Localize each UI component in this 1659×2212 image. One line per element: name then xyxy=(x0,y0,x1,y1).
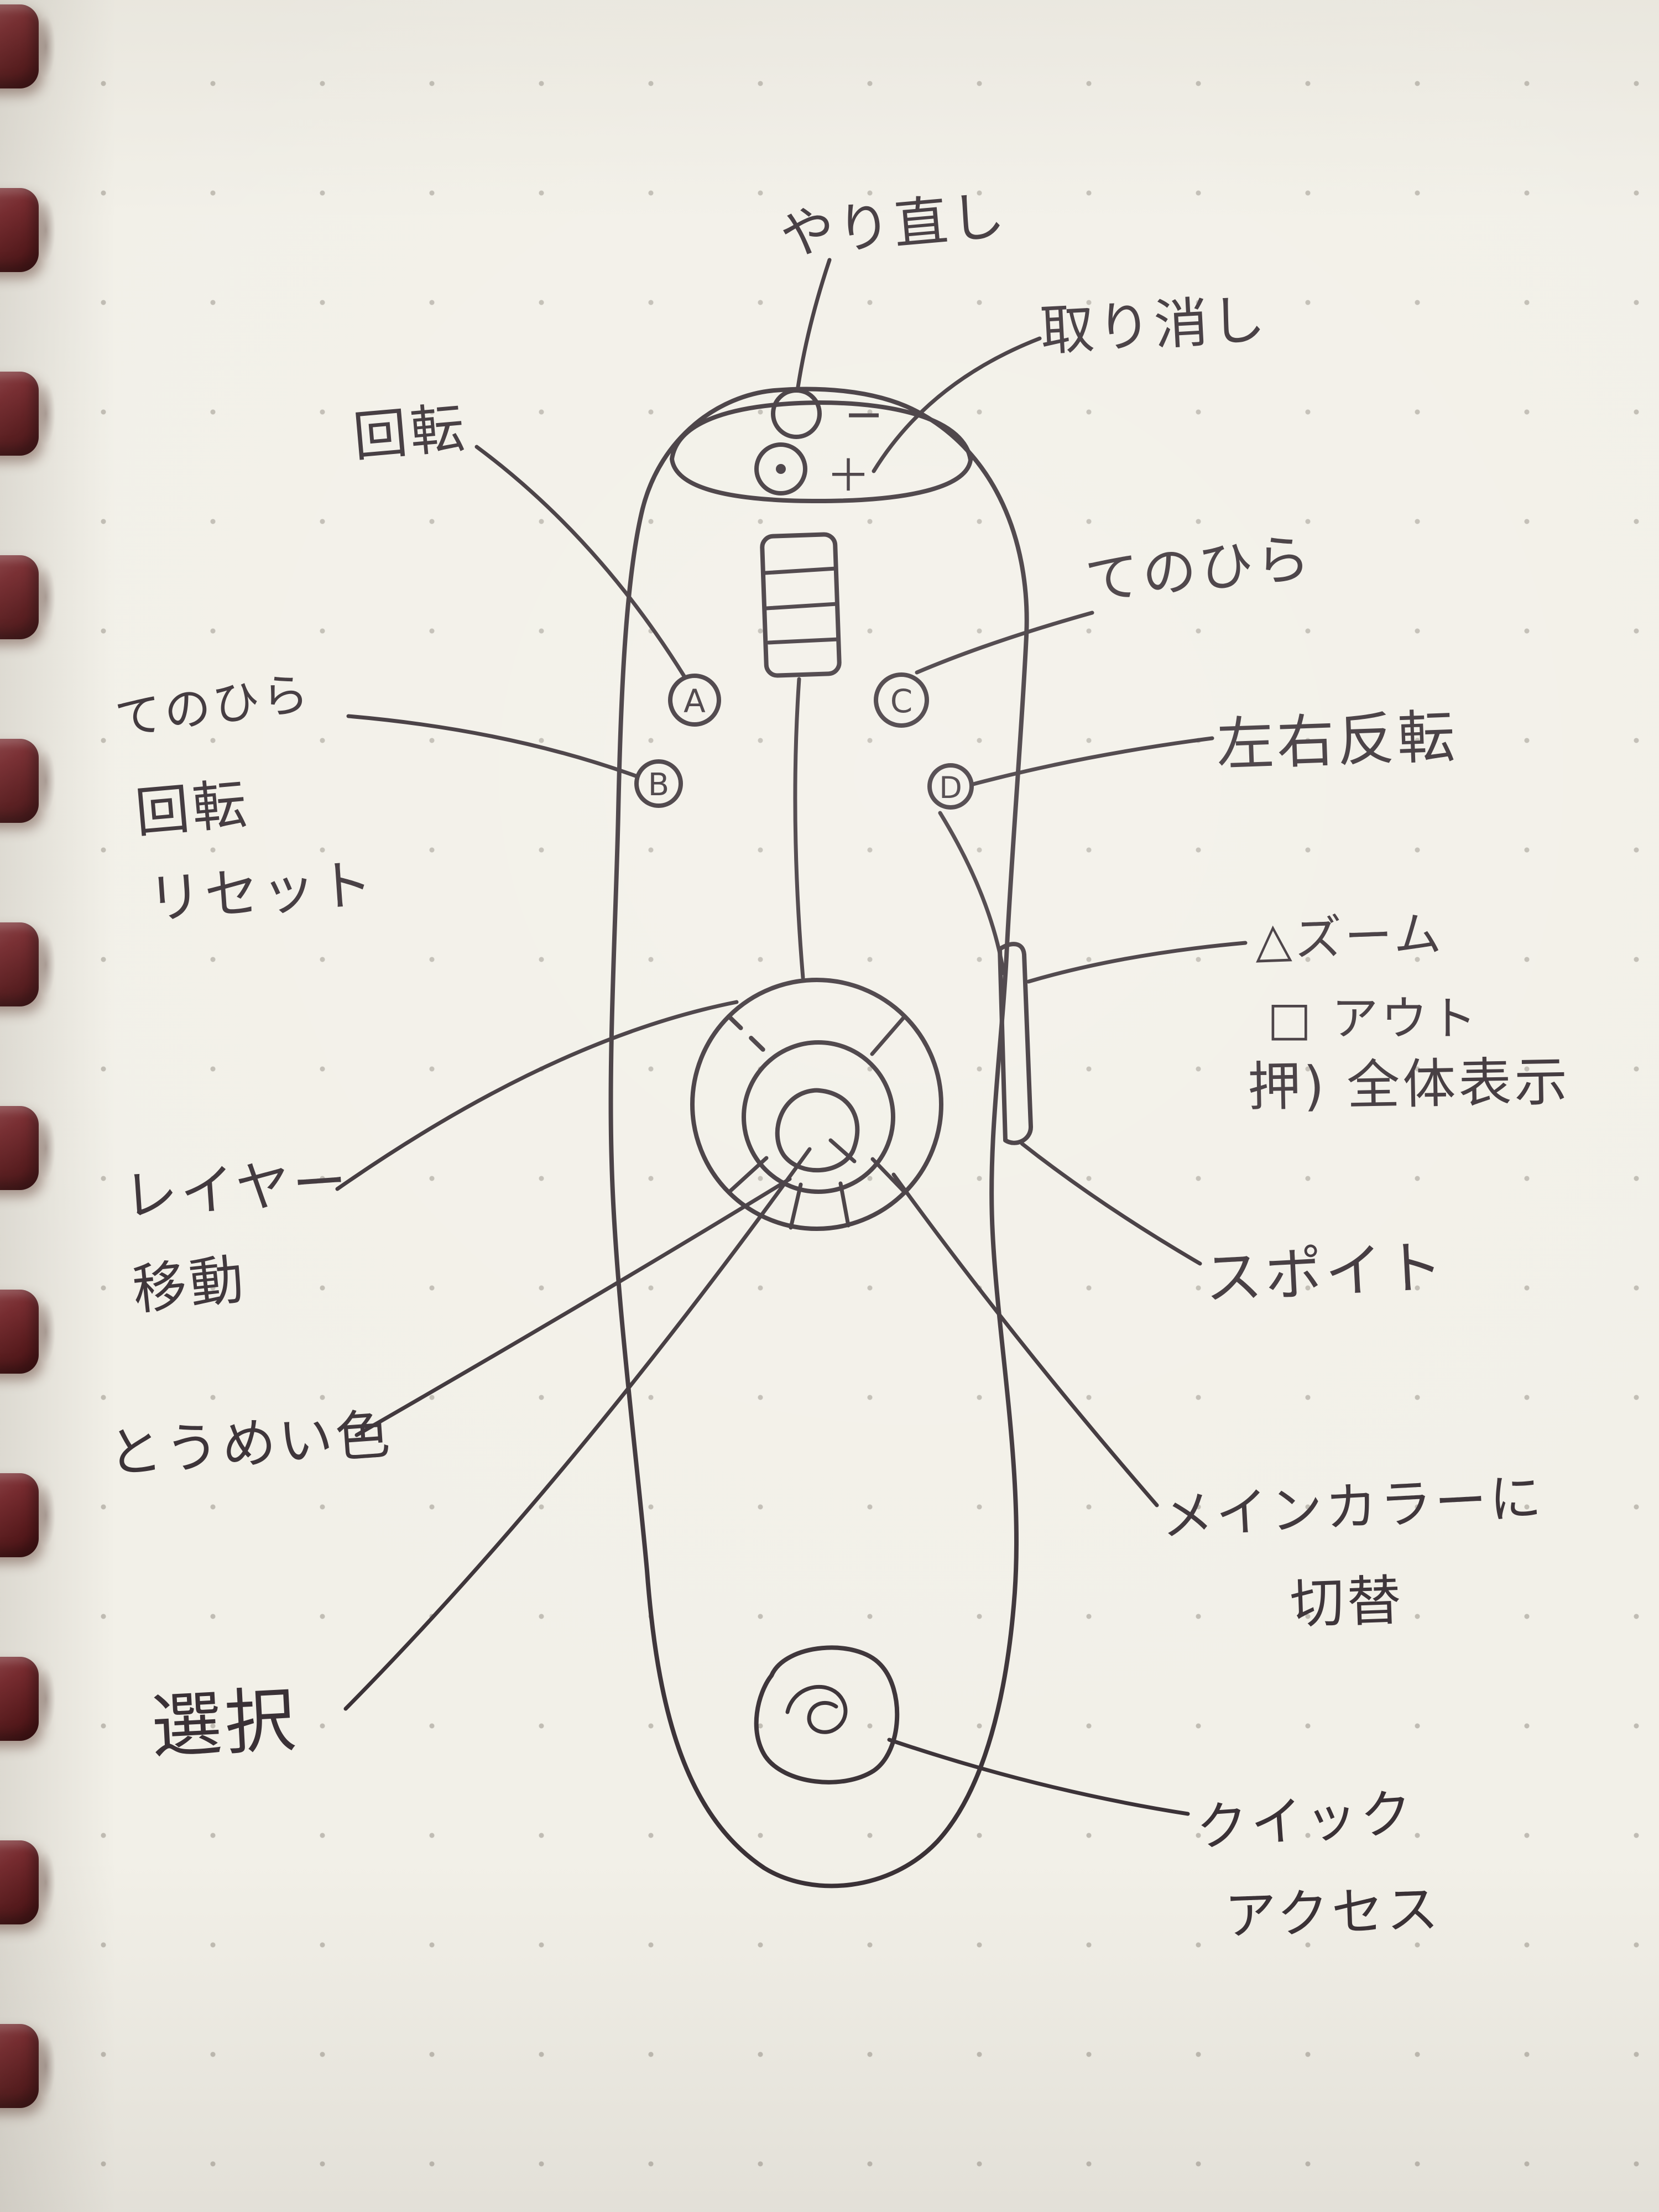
binding-ring xyxy=(0,739,55,823)
label-layer-move-line2: 移動 xyxy=(129,1248,250,1323)
button-d-circle xyxy=(927,763,974,810)
quick-access-spiral xyxy=(785,1684,848,1734)
binding-ring xyxy=(0,372,55,456)
binding-strip xyxy=(0,0,88,2212)
dial-center-knob xyxy=(775,1088,860,1173)
dial-spoke xyxy=(789,1182,803,1230)
leader-eyedropper xyxy=(1020,1141,1202,1266)
scroll-wheel-segment-line xyxy=(764,602,839,611)
leader-layer-move xyxy=(335,1000,739,1191)
dial-outer-ring xyxy=(690,978,943,1231)
leader-main-color xyxy=(891,1172,1159,1507)
label-quick-access-line2: アクセス xyxy=(1223,1879,1442,1947)
redo-button xyxy=(771,388,822,439)
label-layer-move-line1: レイヤー xyxy=(121,1150,352,1229)
leader-zoom xyxy=(1026,941,1248,984)
plus-glyph: ＋ xyxy=(826,450,870,502)
leader-rotation-reset xyxy=(346,714,639,779)
leader-quick-access xyxy=(887,1738,1190,1816)
top-button-well xyxy=(670,400,973,503)
binding-ring xyxy=(0,922,55,1006)
label-eyedropper: スポイト xyxy=(1203,1233,1448,1313)
leader-redo xyxy=(796,258,832,389)
button-c-circle xyxy=(874,672,929,728)
right-grip-contour xyxy=(938,811,1006,975)
binding-ring xyxy=(0,1840,55,1924)
leader-select xyxy=(343,1147,812,1711)
dial-spoke xyxy=(870,1014,907,1056)
label-select: 選択 xyxy=(149,1679,301,1769)
quick-access-button xyxy=(754,1645,900,1785)
dial-center-mark xyxy=(828,1138,857,1164)
button-b-circle xyxy=(634,759,683,808)
side-button xyxy=(998,942,1033,1145)
undo-button-dot xyxy=(776,464,786,474)
binding-ring xyxy=(0,188,55,272)
dial-spoke xyxy=(727,1156,769,1194)
leader-undo xyxy=(872,336,1042,473)
undo-button xyxy=(754,442,807,495)
wheel-to-dial-line xyxy=(793,677,805,980)
leader-flip xyxy=(971,736,1214,786)
device-outline xyxy=(608,387,1029,1888)
binding-ring xyxy=(0,555,55,639)
label-rotation-reset-line3: リセット xyxy=(145,853,378,932)
dial-inner-ring xyxy=(742,1040,895,1194)
button-b-label: B xyxy=(648,767,669,803)
label-zoom-line1: △ズーム xyxy=(1254,906,1445,968)
button-a-circle xyxy=(668,674,721,727)
binding-ring xyxy=(0,4,55,88)
label-flip-horizontal: 左右反転 xyxy=(1215,702,1459,779)
dial-spoke-dashed xyxy=(727,1014,770,1056)
dial-spoke xyxy=(838,1181,851,1228)
binding-ring xyxy=(0,1290,55,1374)
scroll-wheel-segment-line xyxy=(766,637,841,645)
label-quick-access-line1: クイック xyxy=(1194,1783,1417,1859)
label-undo: 取り消し xyxy=(1039,288,1270,363)
label-rotation-reset-line2: 回転 xyxy=(133,772,252,846)
minus-glyph: − xyxy=(844,387,884,442)
label-zoom-line3: 押) 全体表示 xyxy=(1247,1050,1571,1118)
scroll-wheel-segment-line xyxy=(763,566,838,575)
binding-ring xyxy=(0,1473,55,1557)
leader-rotate xyxy=(474,445,687,679)
dial-spoke xyxy=(870,1157,907,1194)
button-a-label: A xyxy=(684,682,706,720)
binding-ring xyxy=(0,1657,55,1741)
button-d-label: D xyxy=(939,770,962,805)
button-c-label: C xyxy=(890,682,913,720)
binding-ring xyxy=(0,1106,55,1190)
label-rotate: 回転 xyxy=(351,396,470,469)
label-zoom-line2: □ アウト xyxy=(1267,992,1480,1046)
leader-palm xyxy=(915,611,1094,675)
label-switch-main-color-line2: 切替 xyxy=(1288,1569,1405,1636)
binding-ring xyxy=(0,2024,55,2108)
leader-transparent xyxy=(354,1177,792,1437)
